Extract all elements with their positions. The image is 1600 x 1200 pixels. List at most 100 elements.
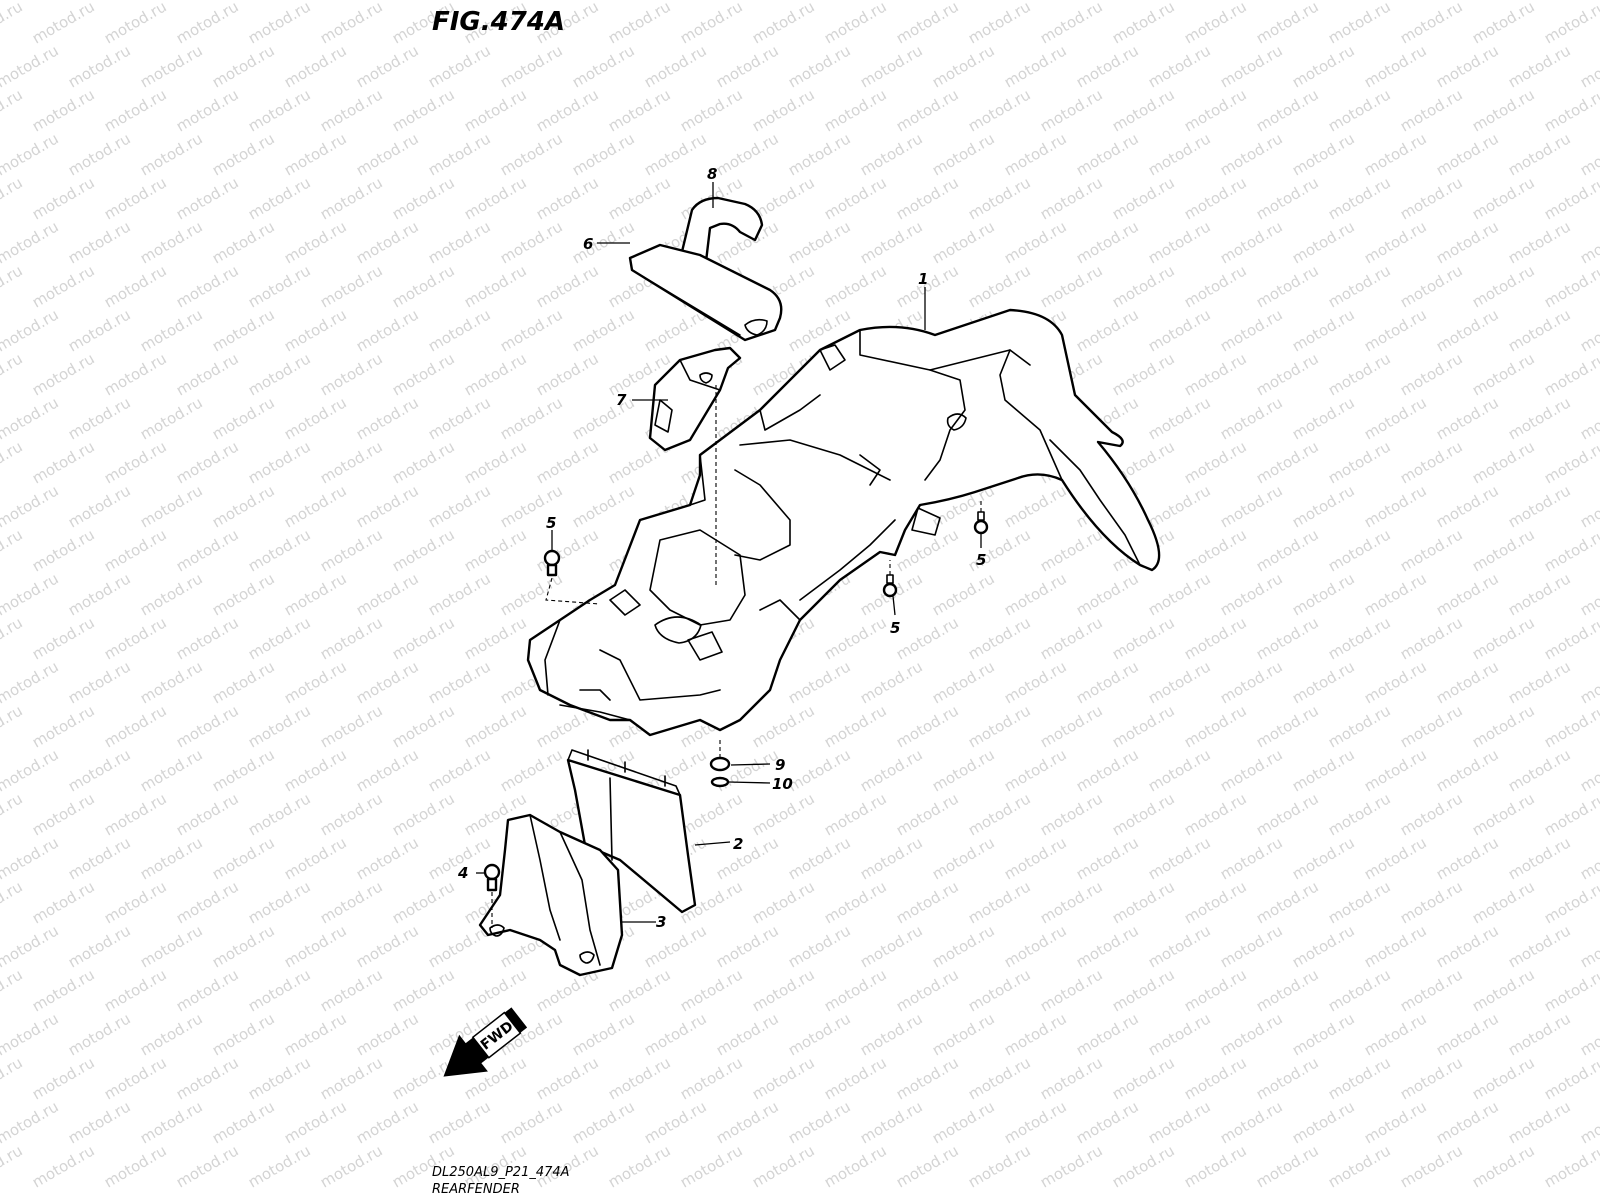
watermark-text: motod.ru	[1397, 437, 1466, 487]
watermark-text: motod.ru	[317, 1141, 386, 1191]
watermark-text: motod.ru	[1577, 481, 1600, 531]
watermark-text: motod.ru	[281, 0, 350, 3]
part-bracket	[648, 346, 742, 452]
watermark-text: motod.ru	[209, 393, 278, 443]
watermark-text: motod.ru	[1469, 965, 1538, 1015]
watermark-text: motod.ru	[425, 217, 494, 267]
watermark-text: motod.ru	[929, 1009, 998, 1059]
watermark-text: motod.ru	[1145, 569, 1214, 619]
watermark-text: motod.ru	[1325, 613, 1394, 663]
watermark-text: motod.ru	[713, 1097, 782, 1147]
watermark-text: motod.ru	[1073, 217, 1142, 267]
watermark-text: motod.ru	[1109, 349, 1178, 399]
watermark-text: motod.ru	[317, 789, 386, 839]
watermark-text: motod.ru	[929, 569, 998, 619]
watermark-text: motod.ru	[1109, 0, 1178, 47]
watermark-text: motod.ru	[0, 701, 26, 751]
watermark-text: motod.ru	[281, 1097, 350, 1147]
watermark-text: motod.ru	[0, 393, 62, 443]
watermark-text: motod.ru	[821, 0, 890, 47]
watermark-text: motod.ru	[1397, 173, 1466, 223]
watermark-text: motod.ru	[1433, 1097, 1502, 1147]
watermark-text: motod.ru	[0, 217, 62, 267]
watermark-text: motod.ru	[461, 965, 530, 1015]
watermark-text: motod.ru	[1037, 1053, 1106, 1103]
watermark-text: motod.ru	[929, 1097, 998, 1147]
watermark-text: motod.ru	[1145, 393, 1214, 443]
callout-4: 4	[457, 864, 468, 882]
watermark-text: motod.ru	[1577, 921, 1600, 971]
watermark-text: motod.ru	[209, 217, 278, 267]
watermark-text: motod.ru	[0, 965, 26, 1015]
watermark-text: motod.ru	[137, 393, 206, 443]
watermark-text: motod.ru	[1397, 0, 1466, 47]
fastener-bolt-5c	[882, 574, 898, 598]
watermark-text: motod.ru	[1505, 921, 1574, 971]
watermark-text: motod.ru	[1289, 745, 1358, 795]
watermark-text: motod.ru	[1037, 789, 1106, 839]
watermark-text: motod.ru	[101, 613, 170, 663]
watermark-text: motod.ru	[425, 569, 494, 619]
watermark-text: motod.ru	[1001, 129, 1070, 179]
watermark-text: motod.ru	[29, 349, 98, 399]
watermark-text: motod.ru	[137, 129, 206, 179]
watermark-text: motod.ru	[1505, 129, 1574, 179]
watermark-text: motod.ru	[137, 305, 206, 355]
watermark-text: motod.ru	[1505, 1009, 1574, 1059]
watermark-text: motod.ru	[1145, 833, 1214, 883]
watermark-text: motod.ru	[65, 657, 134, 707]
watermark-text: motod.ru	[425, 657, 494, 707]
watermark-text: motod.ru	[1217, 481, 1286, 531]
watermark-text: motod.ru	[497, 1097, 566, 1147]
watermark-text: motod.ru	[1001, 217, 1070, 267]
watermark-text: motod.ru	[0, 1009, 62, 1059]
watermark-text: motod.ru	[1001, 745, 1070, 795]
watermark-text: motod.ru	[1001, 921, 1070, 971]
watermark-text: motod.ru	[1433, 217, 1502, 267]
watermark-text: motod.ru	[1001, 569, 1070, 619]
watermark-text: motod.ru	[137, 921, 206, 971]
watermark-text: motod.ru	[1289, 833, 1358, 883]
watermark-text: motod.ru	[0, 437, 26, 487]
watermark-text: motod.ru	[1325, 1141, 1394, 1191]
watermark-text: motod.ru	[245, 349, 314, 399]
watermark-text: motod.ru	[1181, 965, 1250, 1015]
watermark-text: motod.ru	[857, 657, 926, 707]
watermark-text: motod.ru	[533, 173, 602, 223]
watermark-text: motod.ru	[1577, 657, 1600, 707]
watermark-text: motod.ru	[65, 129, 134, 179]
watermark-text: motod.ru	[65, 305, 134, 355]
watermark-text: motod.ru	[605, 85, 674, 135]
watermark-text: motod.ru	[1433, 1009, 1502, 1059]
watermark-text: motod.ru	[101, 1141, 170, 1191]
watermark-text: motod.ru	[1505, 41, 1574, 91]
part-rear-fender	[526, 308, 1161, 737]
watermark-text: motod.ru	[1433, 833, 1502, 883]
watermark-text: motod.ru	[425, 129, 494, 179]
watermark-text: motod.ru	[1505, 833, 1574, 883]
watermark-text: motod.ru	[29, 85, 98, 135]
watermark-text: motod.ru	[317, 437, 386, 487]
watermark-text: motod.ru	[137, 0, 206, 3]
watermark-text: motod.ru	[1397, 261, 1466, 311]
watermark-text: motod.ru	[1037, 261, 1106, 311]
part-cover-plate	[628, 243, 783, 342]
watermark-text: motod.ru	[1325, 0, 1394, 47]
watermark-text: motod.ru	[1505, 305, 1574, 355]
watermark-text: motod.ru	[137, 41, 206, 91]
watermark-text: motod.ru	[1181, 701, 1250, 751]
watermark-text: motod.ru	[101, 349, 170, 399]
watermark-text: motod.ru	[1433, 305, 1502, 355]
watermark-text: motod.ru	[1289, 569, 1358, 619]
watermark-text: motod.ru	[1037, 1141, 1106, 1191]
watermark-text: motod.ru	[1073, 305, 1142, 355]
watermark-text: motod.ru	[1289, 217, 1358, 267]
watermark-text: motod.ru	[1361, 217, 1430, 267]
watermark-text: motod.ru	[929, 217, 998, 267]
watermark-text: motod.ru	[1505, 0, 1574, 3]
watermark-text: motod.ru	[785, 833, 854, 883]
watermark-text: motod.ru	[1037, 0, 1106, 47]
leader-lines	[476, 182, 982, 923]
watermark-text: motod.ru	[1109, 789, 1178, 839]
watermark-text: motod.ru	[821, 877, 890, 927]
